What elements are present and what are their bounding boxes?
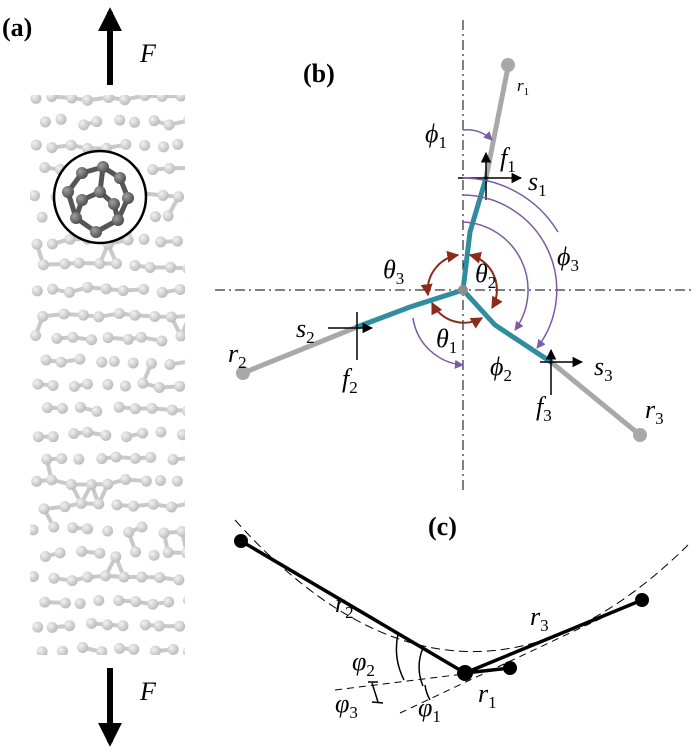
top-force-label: F	[139, 39, 157, 68]
atom-c-r2	[234, 534, 248, 548]
vphi2-arc-b	[418, 647, 424, 687]
label-theta1: θ1	[436, 324, 457, 357]
theta2-arc	[468, 251, 503, 310]
panel-b: (b) r1 r2 r3 f1 s1 s2	[215, 20, 695, 490]
label-phi1: ϕ1	[425, 119, 447, 152]
defect-highlight	[52, 149, 148, 245]
gray-bonds	[240, 64, 643, 438]
bond-r2	[239, 539, 467, 675]
label-s3: s3	[594, 352, 613, 385]
label-phi2: ϕ2	[490, 352, 512, 385]
bond-r3	[463, 598, 644, 675]
atom-r1	[501, 58, 515, 72]
atom-c-center	[457, 665, 473, 681]
panel-c-label: (c)	[428, 512, 457, 541]
label-c-r3: r3	[530, 602, 549, 635]
label-f3: f3	[536, 392, 552, 425]
label-r1: r1	[517, 76, 529, 98]
phi1-arc	[462, 128, 493, 141]
panel-a-label: (a)	[2, 13, 32, 42]
phi2-arc	[462, 221, 529, 331]
phi3-arc-outer	[462, 177, 559, 233]
atom-r3	[633, 428, 647, 442]
phi3-arc	[462, 194, 558, 349]
label-s1: s1	[528, 167, 547, 200]
theta1-red-arc	[431, 301, 484, 329]
label-f1: f1	[500, 143, 516, 176]
label-vphi3: φ3	[335, 689, 358, 722]
label-f2: f2	[342, 364, 358, 397]
dashed-arc	[234, 519, 689, 653]
vphi1-arc	[424, 684, 431, 701]
atom-r2	[236, 366, 250, 380]
label-phi3: ϕ3	[557, 242, 579, 275]
atom-c-r1	[503, 661, 517, 675]
panel-b-label: (b)	[303, 59, 335, 88]
label-s2: s2	[296, 314, 315, 347]
label-theta2: θ2	[475, 259, 496, 292]
bottom-force-label: F	[139, 677, 157, 706]
label-theta3: θ3	[383, 255, 404, 288]
vphi2-arc	[395, 633, 405, 681]
panel-a: (a) F F	[2, 7, 185, 747]
label-vphi2: φ2	[352, 647, 375, 680]
theta3-arc	[420, 250, 460, 297]
atom-c-r3	[635, 593, 649, 607]
atom-center	[458, 285, 468, 295]
label-c-r1: r1	[478, 679, 497, 712]
vphi3-bracket	[368, 681, 384, 704]
label-r2: r2	[228, 339, 247, 372]
label-r3: r3	[645, 395, 664, 428]
label-vphi1: φ1	[418, 693, 441, 726]
theta1-arc	[412, 317, 464, 369]
label-c-r2: r2	[335, 589, 354, 622]
panel-c: (c) r2 r3 r1 φ2 φ3 φ1	[234, 512, 689, 726]
